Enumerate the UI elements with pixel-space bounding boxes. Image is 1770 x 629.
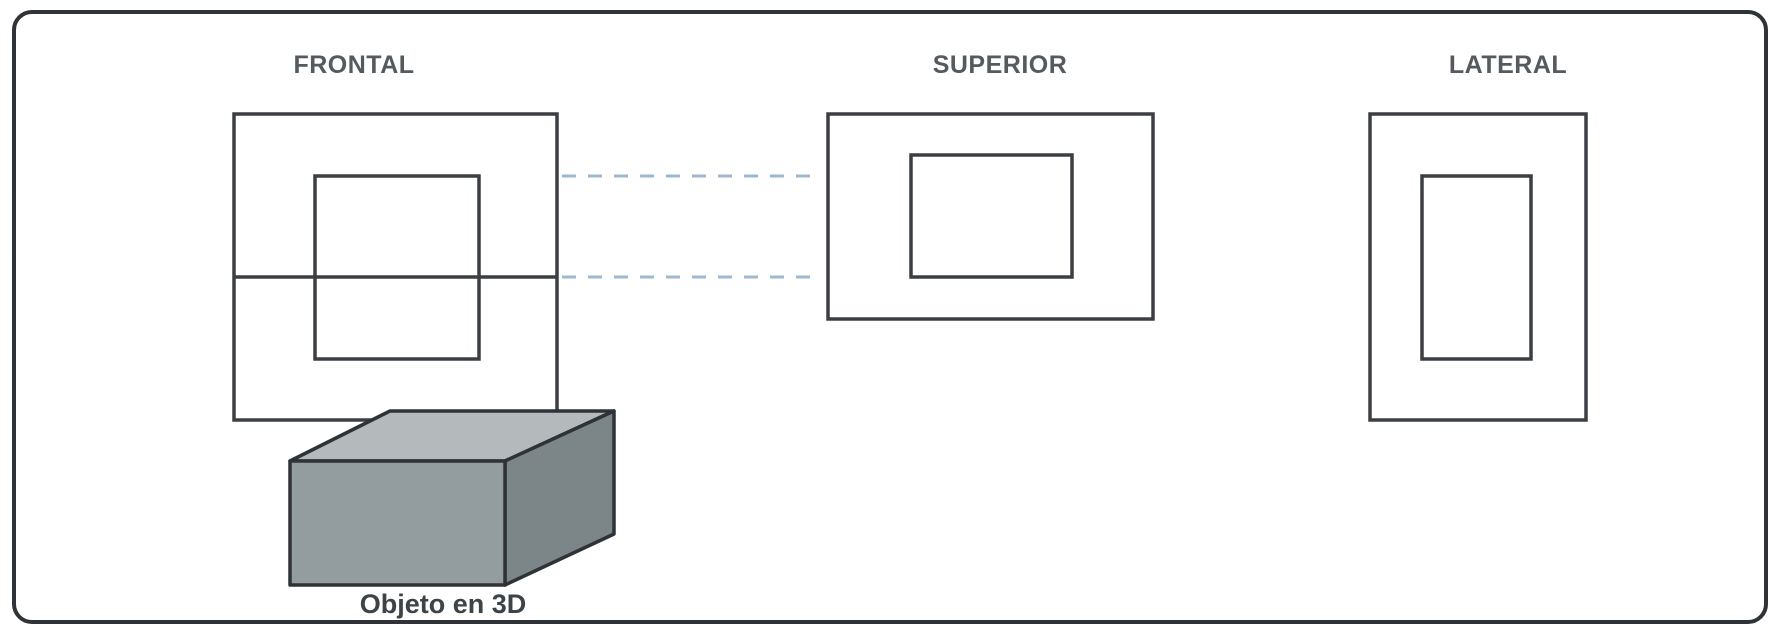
side-view-label: LATERAL — [1449, 51, 1567, 79]
object-3d-caption: Objeto en 3D — [360, 589, 527, 619]
top-view-outer-rect — [826, 112, 1155, 321]
side-view-inner-rect — [1420, 174, 1533, 361]
side-view-outer-rect — [1368, 112, 1588, 422]
front-view-inner-rect — [313, 174, 481, 361]
top-view-inner-rect — [909, 153, 1074, 279]
cube-3d — [288, 409, 616, 587]
front-view-label: FRONTAL — [293, 51, 414, 79]
top-view — [826, 112, 1155, 321]
side-view — [1368, 112, 1588, 422]
top-view-label: SUPERIOR — [933, 51, 1068, 79]
outer-frame — [12, 10, 1768, 624]
cube-front-face — [288, 459, 507, 587]
